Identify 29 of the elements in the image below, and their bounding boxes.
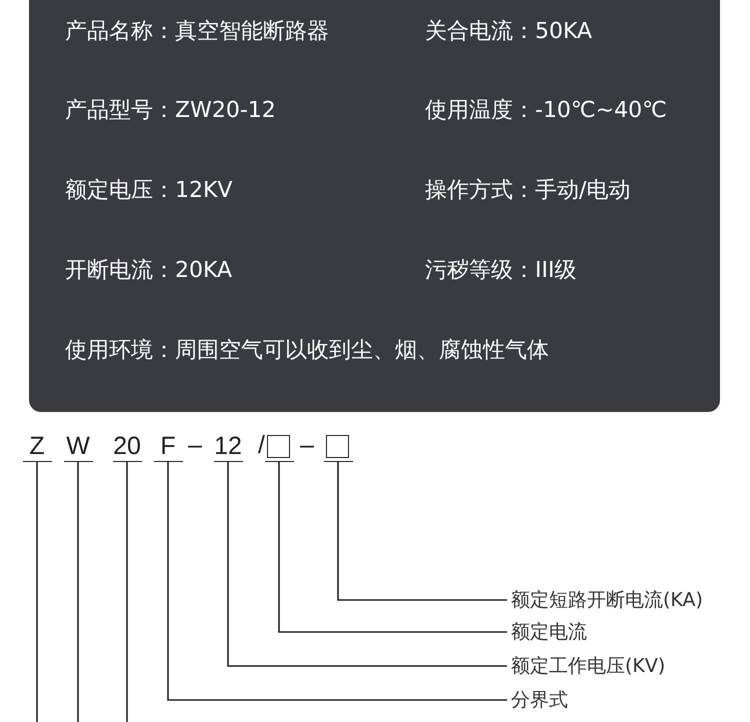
spec-text: 使用环境：周围空气可以收到尘、烟、腐蚀性气体: [65, 337, 549, 365]
spec-text: 产品名称：真空智能断路器: [65, 18, 329, 46]
spec-panel: [29, 0, 720, 412]
leader-line: [227, 462, 507, 667]
model-code-part: F: [154, 431, 182, 462]
leader-line: [77, 462, 79, 722]
spec-text: 产品型号：ZW20-12: [65, 97, 276, 125]
model-code-part: 12: [214, 431, 242, 462]
model-code-part: W: [64, 431, 92, 462]
spec-text: 操作方式：手动/电动: [425, 177, 630, 205]
separator-symbol: –: [188, 430, 202, 461]
spec-text: 额定电压：12KV: [65, 177, 232, 205]
leader-line: [167, 462, 507, 701]
separator-symbol: –: [300, 430, 314, 461]
code-description: 分界式: [507, 688, 568, 712]
code-description: 额定电流: [507, 620, 587, 644]
leader-line: [36, 462, 38, 722]
leader-line: [126, 462, 128, 722]
leader-line: [337, 462, 507, 601]
model-code-part: 20: [112, 431, 142, 462]
spec-text: 开断电流：20KA: [65, 257, 232, 285]
separator-symbol: /: [258, 430, 265, 461]
spec-text: 关合电流：50KA: [425, 18, 592, 46]
leader-line: [278, 462, 507, 633]
code-description: 额定工作电压(KV): [507, 654, 666, 678]
model-code-part: Z: [22, 431, 52, 462]
spec-text: 使用温度：-10℃~40℃: [425, 97, 667, 125]
spec-text: 污秽等级：III级: [425, 257, 576, 285]
code-description: 额定短路开断电流(KA): [507, 588, 703, 612]
